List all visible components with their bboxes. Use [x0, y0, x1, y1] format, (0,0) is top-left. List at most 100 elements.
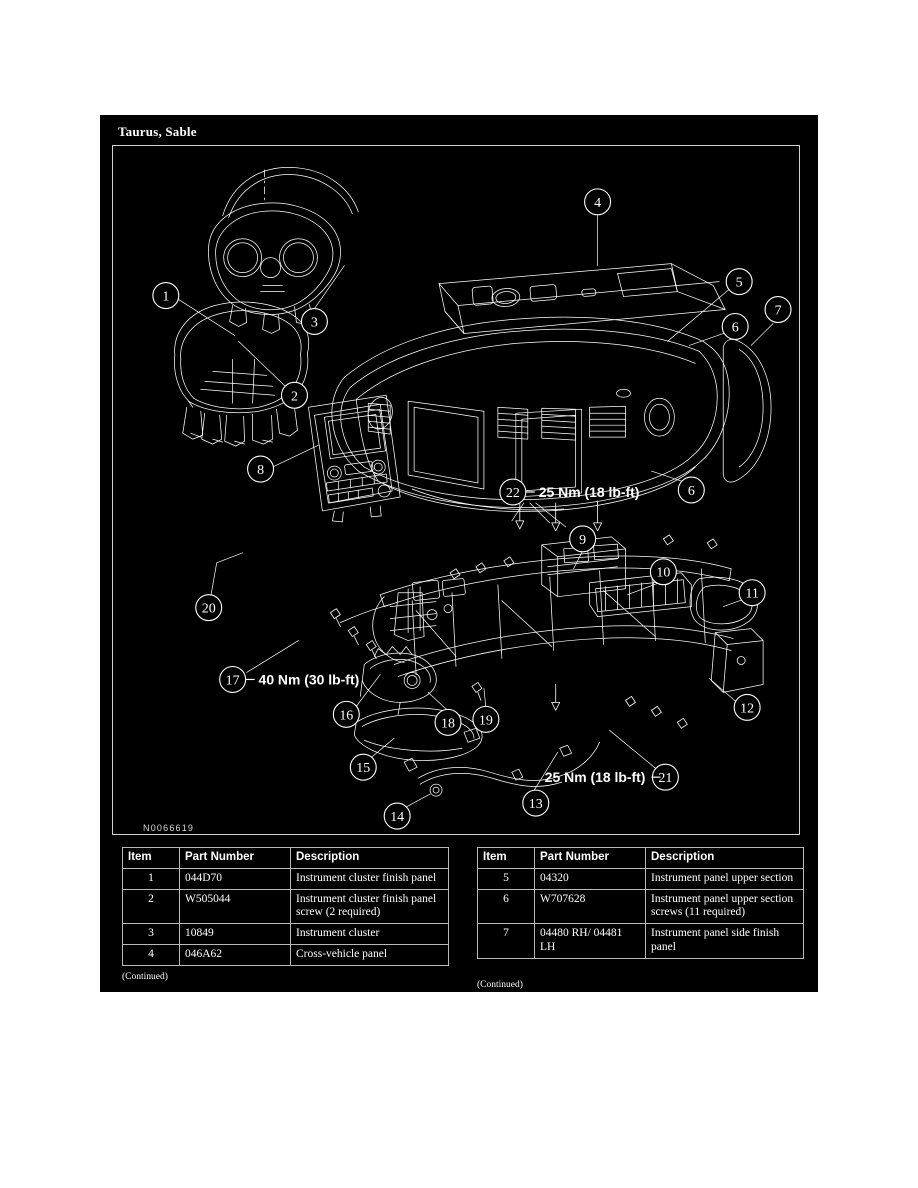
callout-5: 5 — [725, 268, 753, 296]
callout-number: 10 — [656, 566, 670, 581]
torque-spec-text: 40 Nm (30 lb-ft) — [259, 671, 360, 687]
callout-circle — [584, 188, 612, 216]
callout-17: 17 — [219, 665, 247, 693]
callout-10: 10 — [649, 558, 677, 586]
header-description: Description — [645, 847, 804, 869]
callout-number: 8 — [257, 463, 264, 478]
callout-1: 1 — [152, 282, 180, 310]
callout-number: 6 — [688, 484, 695, 499]
callout-13: 13 — [522, 789, 550, 817]
instrument-panel-carrier-art — [329, 534, 764, 797]
callout-2: 2 — [280, 381, 308, 409]
callout-circle — [247, 455, 275, 483]
callout-20: 20 — [195, 594, 223, 622]
figure-id-code: N0066619 — [143, 823, 195, 833]
callout-number: 9 — [579, 533, 586, 548]
callout-15: 15 — [349, 753, 377, 781]
continued-label-right: (Continued) — [477, 980, 523, 990]
cell-item: 1 — [122, 867, 180, 890]
cell-part-number: 046A62 — [179, 943, 291, 966]
cell-item: 2 — [122, 888, 180, 925]
callout-18: 18 — [434, 708, 462, 736]
callout-number: 5 — [736, 276, 743, 291]
callout-circle — [434, 708, 462, 736]
callout-circle — [300, 307, 328, 336]
callout-19: 19 — [472, 705, 500, 733]
header-description: Description — [290, 847, 449, 869]
cell-description: Cross-vehicle panel — [290, 943, 449, 966]
side-finish-panel-art — [722, 339, 772, 483]
callout-number: 14 — [390, 810, 404, 825]
callout-number: 12 — [740, 701, 754, 716]
callout-circle — [764, 296, 792, 324]
callout-circle — [721, 312, 749, 340]
callout-14: 14 — [383, 802, 411, 830]
callout-3: 3 — [300, 307, 328, 336]
callout-number: 17 — [226, 673, 240, 688]
callout-number: 21 — [658, 771, 672, 786]
cell-description: Instrument cluster finish panel screw (2… — [290, 888, 449, 925]
callout-11: 11 — [738, 579, 766, 607]
callout-circle — [733, 693, 761, 721]
callout-8: 8 — [247, 455, 275, 483]
callout-circle — [152, 282, 180, 310]
cross-vehicle-panel-art — [438, 263, 726, 334]
torque-spec-22: 25 Nm (18 lb-ft) — [525, 484, 640, 500]
cell-description: Instrument panel side finish panel — [645, 923, 804, 959]
callout-circle — [383, 802, 411, 830]
callout-number: 18 — [441, 716, 455, 731]
service-manual-panel: Taurus, Sable — [100, 115, 818, 992]
torque-spec-text: 25 Nm (18 lb-ft) — [539, 484, 640, 500]
callout-7: 7 — [764, 296, 792, 324]
callout-circle — [725, 268, 753, 296]
cell-item: 3 — [122, 923, 180, 945]
callout-circle — [649, 558, 677, 586]
torque-spec-21: 25 Nm (18 lb-ft) — [545, 769, 661, 785]
callout-circle — [677, 476, 705, 504]
callout-number: 22 — [506, 486, 520, 501]
cell-description: Instrument cluster finish panel — [290, 867, 449, 890]
callout-number: 2 — [291, 389, 298, 404]
cell-part-number: 044D70 — [179, 867, 291, 890]
callout-number: 13 — [529, 797, 543, 812]
cell-part-number: 10849 — [179, 923, 291, 945]
callout-circle — [472, 705, 500, 733]
callout-6: 6 — [721, 312, 749, 340]
callout-circle — [280, 381, 308, 409]
callout-6: 6 — [677, 476, 705, 504]
callout-circle — [522, 789, 550, 817]
cell-part-number: W505044 — [179, 888, 291, 925]
torque-spec-layer: 25 Nm (18 lb-ft) 40 Nm (30 lb-ft) 25 Nm (1… — [245, 484, 661, 785]
header-part-number: Part Number — [534, 847, 646, 869]
cell-part-number: 04320 — [534, 867, 646, 890]
table-header-row: Item Part Number Description — [122, 847, 449, 869]
callout-9: 9 — [569, 525, 597, 553]
callout-circle — [349, 753, 377, 781]
cell-item: 6 — [477, 888, 535, 925]
torque-spec-text: 25 Nm (18 lb-ft) — [545, 769, 646, 785]
callout-22: 22 — [499, 478, 527, 506]
cell-part-number: W707628 — [534, 888, 646, 925]
callout-number: 6 — [732, 320, 739, 335]
callout-circle — [569, 525, 597, 553]
header-part-number: Part Number — [179, 847, 291, 869]
callout-number: 4 — [594, 196, 601, 211]
center-stack-radio-art — [308, 394, 401, 523]
callout-number: 19 — [479, 713, 493, 728]
callout-4: 4 — [584, 188, 612, 216]
continued-label-left: (Continued) — [122, 972, 168, 982]
cell-description: Instrument panel upper section — [645, 867, 804, 890]
